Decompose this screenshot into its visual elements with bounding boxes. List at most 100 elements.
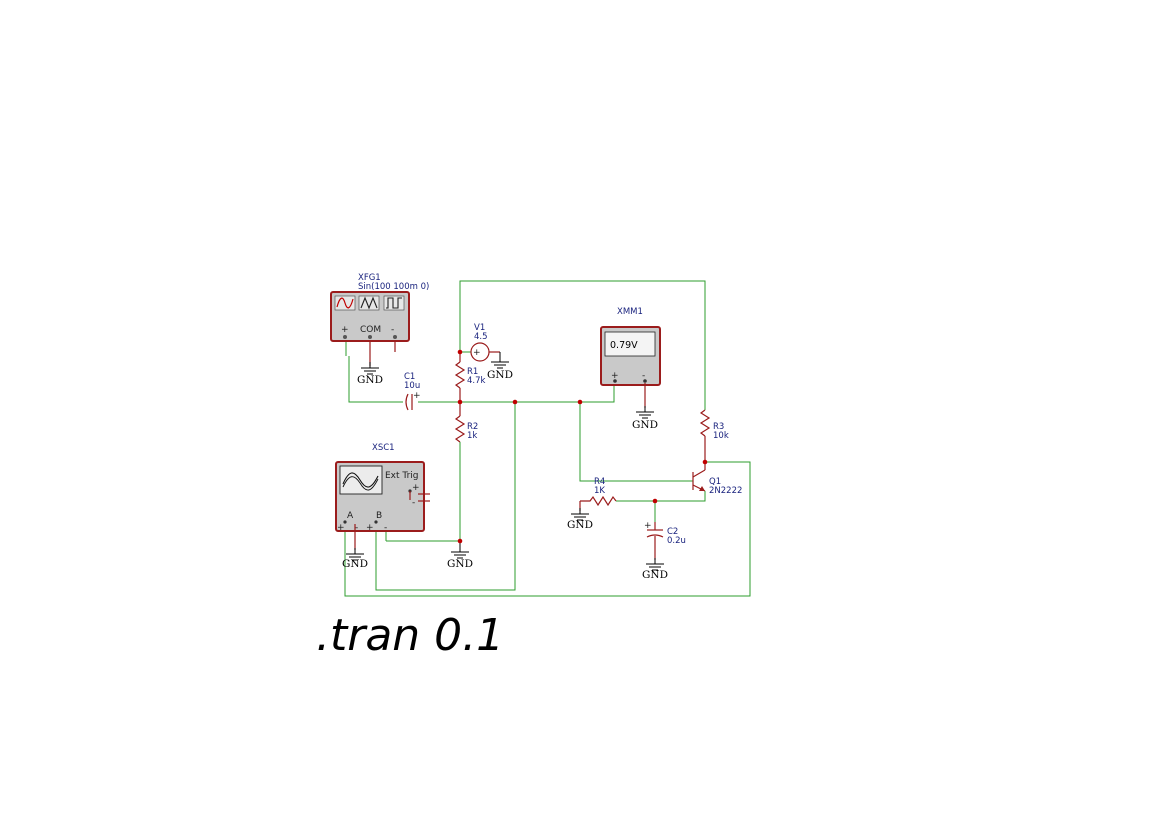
xfg1-setting: Sin(100 100m 0) bbox=[358, 282, 429, 292]
r4-value: 1K bbox=[594, 486, 605, 496]
gnd-label: GND bbox=[342, 558, 368, 570]
ground-r4: GND bbox=[567, 507, 593, 531]
v1-name: V1 bbox=[474, 323, 485, 333]
ground-c2: GND bbox=[642, 557, 668, 581]
junction-node bbox=[457, 349, 463, 355]
r1-value: 4.7k bbox=[467, 376, 486, 386]
gnd-label: GND bbox=[357, 374, 383, 386]
square-wave-glyph bbox=[386, 297, 402, 309]
xsc1-sine-trace-2 bbox=[342, 476, 379, 491]
xmm1-name: XMM1 bbox=[617, 307, 643, 317]
junction-node bbox=[577, 399, 583, 405]
square-wave-icon[interactable] bbox=[383, 295, 405, 311]
wire-top-loop bbox=[459, 280, 706, 410]
wires bbox=[344, 280, 751, 597]
triangle-wave-glyph bbox=[360, 296, 378, 310]
junction-nodes bbox=[457, 349, 708, 544]
ground-xmm1: GND bbox=[632, 405, 658, 431]
wire-xfg-to-c1 bbox=[348, 356, 403, 403]
xfg1-plus-label: + bbox=[341, 325, 349, 335]
c2-value: 0.2u bbox=[667, 536, 686, 546]
r2-body[interactable] bbox=[454, 415, 466, 443]
wire-scope-a bbox=[344, 461, 751, 597]
gnd-label: GND bbox=[487, 369, 513, 381]
q1-value: 2N2222 bbox=[709, 486, 742, 496]
v1-value: 4.5 bbox=[474, 332, 488, 342]
c1-plate-curved bbox=[405, 393, 409, 411]
xsc1-trig-plus: + bbox=[412, 483, 420, 493]
xmm1-display bbox=[604, 331, 656, 357]
xfg1-minus-terminal[interactable] bbox=[393, 335, 397, 339]
xsc1-trig-minus: - bbox=[412, 498, 415, 508]
xsc1-a-plus-terminal[interactable] bbox=[343, 520, 347, 524]
oscilloscope-xsc1[interactable]: XSC1 Ext Trig + - A B + - + - bbox=[335, 443, 430, 550]
r2-name: R2 bbox=[467, 422, 478, 432]
gnd-label: GND bbox=[567, 519, 593, 531]
xfg1-com-label: COM bbox=[360, 325, 381, 335]
xsc1-b-plus-terminal[interactable] bbox=[374, 520, 378, 524]
xsc1-b-minus: - bbox=[384, 523, 387, 533]
xsc1-ext-trig-label: Ext Trig bbox=[385, 471, 419, 481]
q1-collector bbox=[692, 469, 706, 478]
xfg1-name: XFG1 bbox=[358, 273, 381, 283]
q1-name: Q1 bbox=[709, 477, 721, 487]
capacitor-c1[interactable]: C1 10u + bbox=[404, 372, 421, 411]
c2-plus-mark: + bbox=[644, 521, 652, 531]
wire-base-to-q1 bbox=[579, 402, 693, 482]
xsc1-a-minus: - bbox=[355, 523, 358, 533]
wire-emitter bbox=[616, 491, 706, 502]
xsc1-channel-a-label: A bbox=[347, 511, 354, 521]
resistor-r4[interactable]: R4 1K bbox=[579, 477, 617, 511]
r3-value: 10k bbox=[713, 431, 729, 441]
r1-name: R1 bbox=[467, 367, 478, 377]
wire-scope-b bbox=[375, 402, 516, 591]
xfg1-com-terminal[interactable] bbox=[368, 335, 372, 339]
multimeter-xmm1[interactable]: XMM1 0.79V + - bbox=[600, 307, 661, 408]
capacitor-c2[interactable]: + C2 0.2u bbox=[644, 521, 686, 560]
ground-r2: GND bbox=[447, 541, 473, 570]
c1-name: C1 bbox=[404, 372, 415, 382]
xmm1-plus-terminal[interactable] bbox=[613, 379, 617, 383]
xsc1-b-plus: + bbox=[366, 523, 374, 533]
spice-directive[interactable]: .tran 0.1 bbox=[316, 610, 504, 661]
c1-value: 10u bbox=[404, 381, 420, 391]
junction-node bbox=[457, 538, 463, 544]
xsc1-channel-b-label: B bbox=[376, 511, 382, 521]
function-generator-xfg1[interactable]: XFG1 Sin(100 100m 0) + COM - bbox=[330, 273, 429, 366]
xsc1-a-plus: + bbox=[337, 523, 345, 533]
r1-body[interactable] bbox=[454, 361, 466, 389]
xmm1-minus-label: - bbox=[642, 371, 645, 381]
gnd-label: GND bbox=[447, 558, 473, 570]
xmm1-minus-terminal[interactable] bbox=[643, 379, 647, 383]
xfg1-plus-terminal[interactable] bbox=[343, 335, 347, 339]
transistor-q1[interactable]: Q1 2N2222 bbox=[692, 469, 742, 496]
gnd-label: GND bbox=[642, 569, 668, 581]
junction-node bbox=[512, 399, 518, 405]
gnd-label: GND bbox=[632, 419, 658, 431]
sine-wave-glyph bbox=[336, 297, 354, 309]
c2-name: C2 bbox=[667, 527, 678, 537]
ground-xfg1: GND bbox=[357, 361, 383, 386]
voltage-source-v1[interactable]: V1 4.5 + bbox=[470, 323, 500, 362]
wire-base-bus bbox=[418, 385, 615, 403]
r3-body[interactable] bbox=[699, 409, 711, 437]
v1-plus-mark: + bbox=[473, 348, 481, 358]
r4-body[interactable] bbox=[580, 495, 617, 507]
ground-v1: GND bbox=[487, 352, 513, 381]
xmm1-plus-label: + bbox=[611, 371, 619, 381]
junction-node bbox=[702, 459, 708, 465]
resistor-r3[interactable]: R3 10k bbox=[699, 409, 729, 470]
c1-plus-mark: + bbox=[413, 391, 421, 401]
resistor-r2[interactable]: R2 1k bbox=[454, 402, 478, 443]
xsc1-name: XSC1 bbox=[372, 443, 395, 453]
junction-node bbox=[652, 498, 658, 504]
xmm1-reading: 0.79V bbox=[610, 340, 638, 351]
c2-plate-curved bbox=[646, 534, 664, 538]
ground-xsc1-a: GND bbox=[342, 547, 368, 570]
junction-node bbox=[457, 399, 463, 405]
q1-emitter-arrow bbox=[699, 486, 705, 491]
xfg1-minus-label: - bbox=[391, 325, 394, 335]
r3-name: R3 bbox=[713, 422, 724, 432]
r4-name: R4 bbox=[594, 477, 605, 487]
